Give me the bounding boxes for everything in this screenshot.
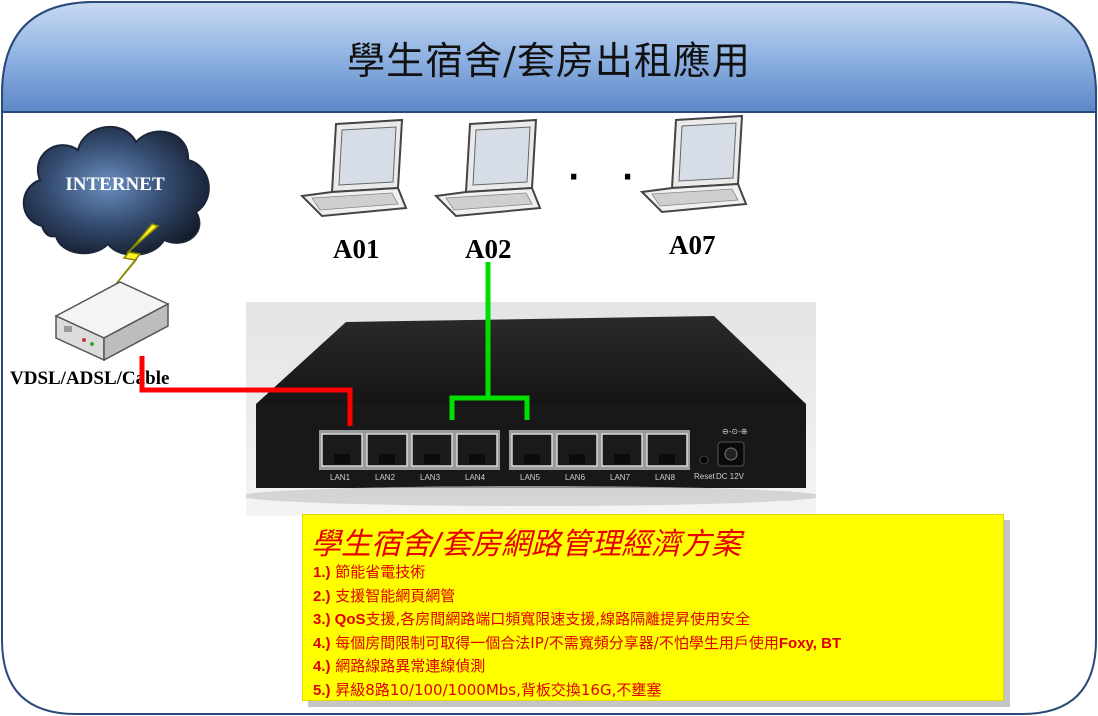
reset-label: Reset (694, 472, 716, 481)
header-band (1, 1, 1097, 113)
lan-port-label: LAN1 (330, 473, 351, 482)
lan-port-2: LAN2 (364, 430, 410, 482)
lan-port-label: LAN5 (520, 473, 541, 482)
lightning-icon (107, 223, 160, 295)
laptop-label-a07: A07 (669, 230, 716, 260)
solution-title: 學生宿舍/套房網路管理經濟方案 (311, 527, 742, 562)
modem-icon (54, 281, 170, 362)
solution-box: 學生宿舍/套房網路管理經濟方案 1.) 節能省電技術 2.) 支援智能網頁網管 … (302, 514, 1004, 701)
laptop-icon-a01 (299, 118, 408, 218)
laptop-icon-a07 (639, 114, 748, 214)
lan-port-8: LAN8 (644, 430, 690, 482)
list-item: 1.) 節能省電技術 (313, 563, 426, 581)
list-item: 3.) QoS支援,各房間網路端口頻寬限速支援,線路隔離提昇使用安全 (313, 610, 751, 628)
laptop-label-a01: A01 (333, 234, 380, 264)
list-item: 5.) 昇級8路10/100/1000Mbs,背板交換16G,不壅塞 (313, 680, 662, 699)
power-symbol: ⊖-⊙-⊕ (722, 427, 747, 436)
laptop-label-a02: A02 (465, 234, 512, 264)
lan-port-7: LAN7 (599, 430, 645, 482)
solution-list: 1.) 節能省電技術 2.) 支援智能網頁網管 3.) QoS支援,各房間網路端… (313, 561, 841, 702)
switch-photo: LAN1 LAN2 LAN3 LAN4 LAN5 LAN6 LAN7 LAN8 Reset D… (246, 302, 816, 516)
more-laptops-ellipsis: · · (568, 160, 650, 195)
lan-port-3: LAN3 (409, 430, 455, 482)
reset-button (699, 455, 709, 465)
cloud-icon (22, 125, 210, 256)
lan-port-label: LAN6 (565, 473, 586, 482)
page-title: 學生宿舍/套房出租應用 (347, 39, 751, 83)
list-item: 2.) 支援智能網頁網管 (313, 586, 456, 605)
lan-port-label: LAN7 (610, 473, 631, 482)
power-label: DC 12V (716, 472, 745, 481)
lan-port-4: LAN4 (454, 430, 500, 482)
list-item: 4.) 網路線路異常連線偵測 (313, 657, 486, 675)
lan-port-1: LAN1 (319, 430, 365, 482)
internet-cloud (22, 125, 210, 295)
lan-port-label: LAN8 (655, 473, 676, 482)
lan-port-label: LAN2 (375, 473, 396, 482)
lan-port-6: LAN6 (554, 430, 600, 482)
lan-port-label: LAN3 (420, 473, 441, 482)
lan-port-5: LAN5 (509, 430, 555, 482)
list-item: 4.) 每個房間限制可取得一個合法IP/不需寬頻分享器/不怕學生用戶使用Foxy… (313, 633, 842, 652)
lan-port-label: LAN4 (465, 473, 486, 482)
laptop-icon-a02 (433, 118, 542, 218)
modem-label: VDSL/ADSL/Cable (10, 368, 170, 389)
switch-top-face (256, 316, 806, 404)
internet-label: INTERNET (65, 174, 165, 195)
